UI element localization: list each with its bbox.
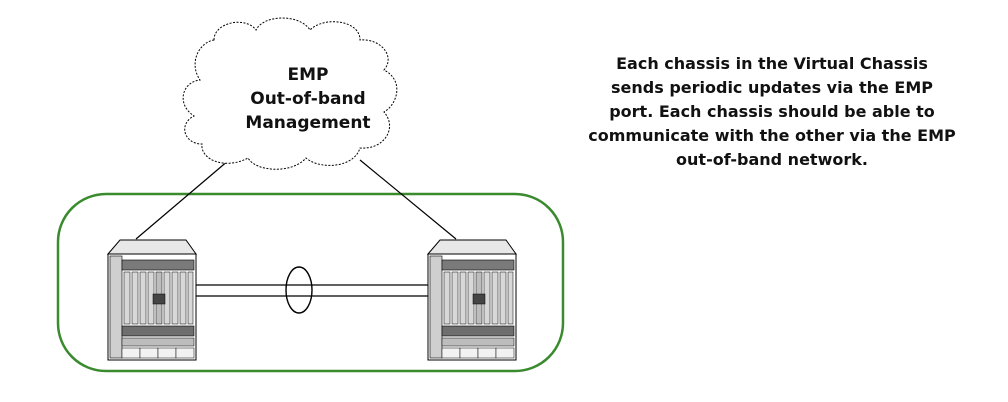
cloud-label-line-1: EMP	[287, 65, 329, 85]
virtual-chassis-group	[56, 192, 565, 373]
description-line: out-of-band network.	[676, 150, 868, 169]
emp-link-right	[359, 159, 457, 240]
chassis-icon-left	[107, 239, 197, 361]
cloud-label: EMP Out-of-band Management	[208, 63, 408, 135]
cloud-label-line-3: Management	[245, 113, 371, 133]
cloud-label-line-2: Out-of-band	[250, 89, 366, 109]
description-line: Each chassis in the Virtual Chassis	[616, 54, 928, 73]
description-text: Each chassis in the Virtual Chassis send…	[552, 52, 992, 172]
description-line: port. Each chassis should be able to	[609, 102, 935, 121]
description-line: sends periodic updates via the EMP	[611, 78, 933, 97]
description-line: communicate with the other via the EMP	[588, 126, 956, 145]
link-bundle-ellipse	[285, 266, 313, 314]
emp-link-left	[135, 159, 230, 240]
cloud-icon	[182, 17, 398, 170]
chassis-icon-right	[427, 239, 517, 361]
